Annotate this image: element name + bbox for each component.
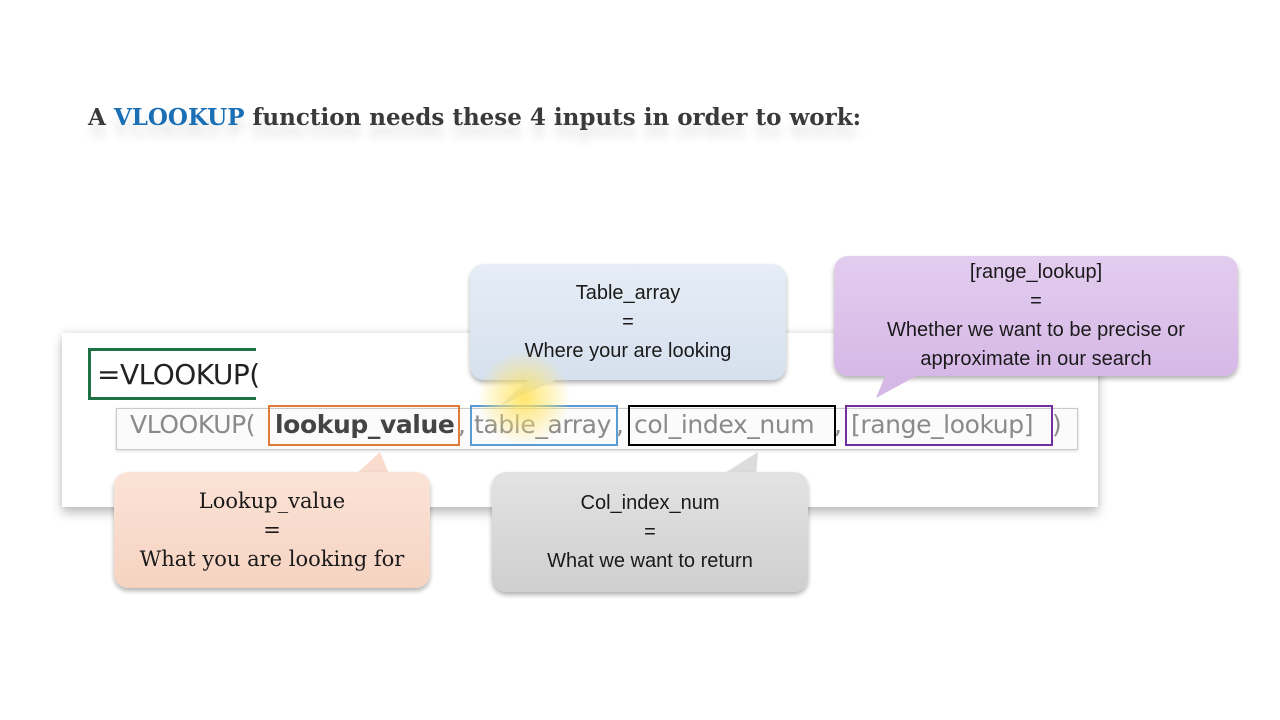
- active-cell-border: [88, 348, 256, 400]
- callout-title: Table_array: [575, 281, 681, 304]
- callout-equals: =: [622, 310, 634, 333]
- col-index-num-callout: Col_index_num = What we want to return: [492, 472, 808, 592]
- range-lookup-callout-pointer: [876, 374, 920, 398]
- range-lookup-callout: [range_lookup] = Whether we want to be p…: [834, 256, 1238, 376]
- tooltip-separator: ,: [834, 410, 842, 439]
- tooltip-arg-lookup-value: lookup_value: [275, 410, 455, 439]
- callout-equals: =: [644, 520, 656, 543]
- cursor-highlight: [478, 352, 570, 444]
- title-keyword: VLOOKUP: [113, 104, 245, 131]
- lookup-value-highlight: [268, 405, 460, 446]
- typed-formula: =VLOOKUP(: [97, 358, 260, 391]
- title-prefix: A: [88, 104, 106, 131]
- tooltip-separator: ,: [458, 410, 466, 439]
- callout-equals: =: [1030, 290, 1042, 312]
- callout-description: What we want to return: [547, 549, 753, 572]
- callout-description: What you are looking for: [139, 546, 405, 571]
- tooltip-arg-range-lookup: [range_lookup]: [851, 410, 1034, 439]
- callout-title: Lookup_value: [198, 488, 346, 513]
- callout-description-line2: approximate in our search: [920, 348, 1152, 370]
- tooltip-separator: ,: [616, 410, 624, 439]
- lookup-value-callout-pointer: [354, 452, 390, 476]
- range-lookup-highlight: [845, 405, 1053, 446]
- callout-description: Where your are looking: [524, 339, 732, 362]
- col-index-num-highlight: [628, 405, 836, 446]
- tooltip-close-paren: ): [1052, 410, 1062, 439]
- lookup-value-callout: Lookup_value = What you are looking for: [114, 472, 430, 588]
- tooltip-function-name: VLOOKUP(: [130, 410, 256, 439]
- callout-title: Col_index_num: [580, 491, 720, 514]
- page-title: A VLOOKUP function needs these 4 inputs …: [88, 104, 861, 131]
- tooltip-arg-col-index-num: col_index_num: [634, 410, 815, 439]
- function-tooltip: [116, 408, 1078, 450]
- callout-equals: =: [263, 517, 281, 542]
- col-index-num-callout-pointer: [720, 452, 758, 476]
- callout-title: [range_lookup]: [969, 261, 1103, 283]
- callout-description-line1: Whether we want to be precise or: [887, 319, 1185, 341]
- title-suffix: function needs these 4 inputs in order t…: [252, 104, 862, 131]
